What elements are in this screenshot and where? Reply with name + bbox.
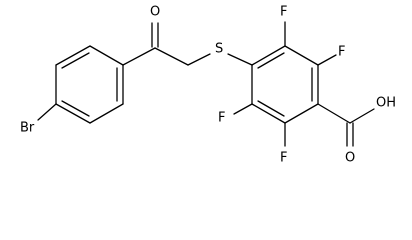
tetrafluorophenyl-ring <box>251 45 319 124</box>
fluorine-bottom-right-label: F <box>280 151 287 166</box>
bromine-bond <box>37 103 57 121</box>
fluorine-top-left-label: F <box>280 5 287 20</box>
fluorine-bottom-left-label: F <box>218 111 225 126</box>
bromine-label: Br <box>20 121 35 136</box>
sulfur-label: S <box>215 42 223 57</box>
sulfur-aryl-bond <box>227 53 253 66</box>
fluorine-bond-top-right <box>317 54 337 66</box>
bromophenyl-ring <box>55 45 124 124</box>
fluorine-top-right-label: F <box>338 45 345 60</box>
acid-hydroxyl-label: OH <box>376 96 396 111</box>
carbonyl-oxygen-label: O <box>150 5 160 20</box>
acid-carbonyl-oxygen-label: O <box>345 151 355 166</box>
carboxylic-acid-group <box>317 103 375 147</box>
structural-formula: Br O S F F F F OH O <box>20 5 396 166</box>
fluorine-bond-bottom-left <box>233 103 253 115</box>
ketone-linker <box>122 22 211 66</box>
